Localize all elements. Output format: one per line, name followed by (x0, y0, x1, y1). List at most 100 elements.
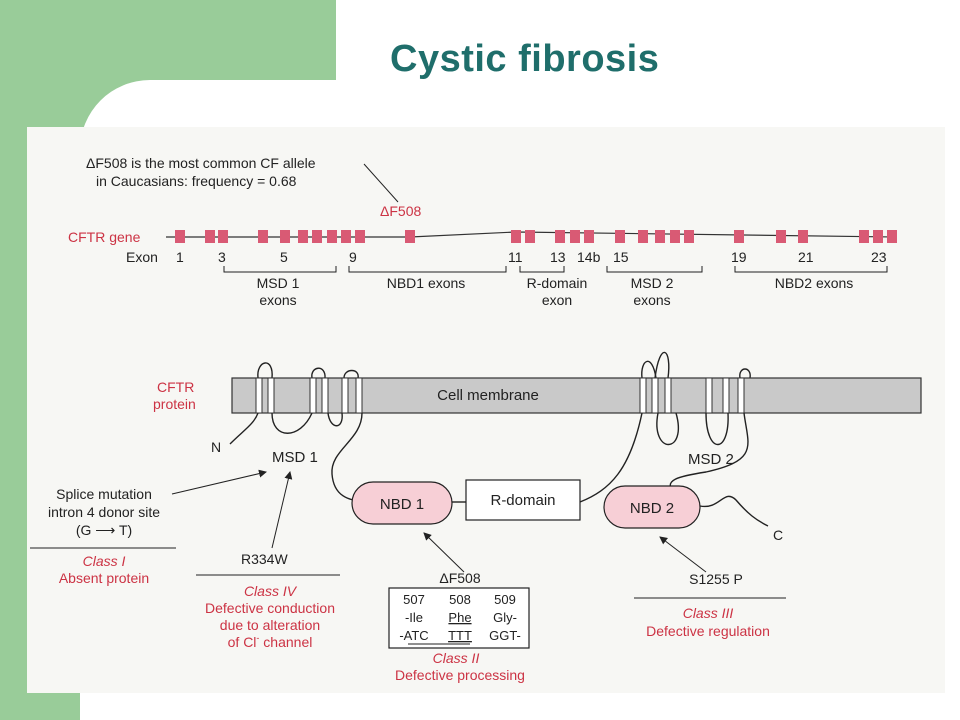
s1255p-label: S1255 P (689, 571, 743, 587)
cell-membrane-label: Cell membrane (437, 387, 539, 404)
class1-desc: Absent protein (59, 570, 149, 586)
exon-number: 13 (550, 249, 566, 265)
splice-line1: Splice mutation (56, 486, 152, 502)
amino-acid: Gly- (493, 610, 517, 625)
splice-line3: (G ⟶ T) (76, 522, 132, 538)
gene-note-line2: in Caucasians: frequency = 0.68 (96, 173, 297, 189)
class4-line3: of Cl- channel (228, 633, 313, 650)
codon-position: 508 (449, 592, 471, 607)
msd2-label: MSD 2 (688, 451, 734, 468)
r334w-label: R334W (241, 551, 288, 567)
exon-block (341, 230, 351, 243)
splice-line2: intron 4 donor site (48, 504, 160, 520)
exon-block (859, 230, 869, 243)
exon-block (615, 230, 625, 243)
exon-block (887, 230, 897, 243)
r-domain-label: R-domain (490, 492, 555, 509)
exon-block (258, 230, 268, 243)
exon-block (655, 230, 665, 243)
cftr-gene-label: CFTR gene (68, 229, 141, 245)
codon-seq: TTT (448, 628, 472, 643)
exon-number: 9 (349, 249, 357, 265)
exon-block (355, 230, 365, 243)
class1-name: Class I (83, 553, 126, 569)
exon-block (525, 230, 535, 243)
nbd1-label: NBD 1 (380, 496, 424, 513)
exon-row-label: Exon (126, 249, 158, 265)
df508-protein-label: ΔF508 (439, 570, 480, 586)
nbd2-label: NBD 2 (630, 500, 674, 517)
exon-blocks (175, 230, 897, 243)
title-area (336, 0, 960, 80)
class4-line2: due to alteration (220, 617, 320, 633)
msd1-label: MSD 1 (272, 449, 318, 466)
cftr-protein-label-line2: protein (153, 396, 196, 412)
df508-gene-marker: ΔF508 (380, 203, 421, 219)
rdomain-exon-line1: R-domain (527, 275, 588, 291)
slide-title: Cystic fibrosis (390, 38, 660, 80)
extracellular-loops (257, 351, 751, 379)
class4-name: Class IV (244, 583, 298, 599)
codon-box (388, 587, 530, 649)
amino-acid: -Ile (405, 610, 423, 625)
exon-block (555, 230, 565, 243)
gene-note-line1: ΔF508 is the most common CF allele (86, 155, 316, 171)
exon-block (684, 230, 694, 243)
class2-desc: Defective processing (395, 667, 525, 683)
splice-arrow (171, 469, 267, 495)
exon-block (218, 230, 228, 243)
rdomain-exon-line2: exon (542, 292, 572, 308)
c-terminus: C (773, 527, 783, 543)
nbd2-domain (603, 485, 701, 529)
exon-block (873, 230, 883, 243)
exon-number: 5 (280, 249, 288, 265)
transmembrane-segments (255, 377, 745, 414)
exon-number: 23 (871, 249, 887, 265)
exon-block (327, 230, 337, 243)
class4-line1: Defective conduction (205, 600, 335, 616)
note-pointer-line (363, 163, 399, 203)
exon-block (405, 230, 415, 243)
exon-number: 14b (577, 249, 601, 265)
exon-block (570, 230, 580, 243)
exon-block (298, 230, 308, 243)
exon-block (584, 230, 594, 243)
s1255p-arrow (659, 536, 707, 573)
exon-number: 3 (218, 249, 226, 265)
exon-number: 19 (731, 249, 747, 265)
nbd1-exons: NBD1 exons (387, 275, 466, 291)
class3-name: Class III (683, 605, 734, 621)
exon-numbers: 1 3 5 9 11 13 14b 15 19 21 23 (176, 249, 887, 265)
intracellular-chain (229, 412, 769, 527)
exon-block (638, 230, 648, 243)
exon-number: 15 (613, 249, 629, 265)
exon-block (280, 230, 290, 243)
cftr-protein-label-line1: CFTR (157, 379, 194, 395)
cell-membrane (231, 377, 922, 414)
exon-block (798, 230, 808, 243)
nbd2-exons: NBD2 exons (775, 275, 854, 291)
exon-group-brackets (223, 266, 888, 273)
msd1-exons-line2: exons (259, 292, 296, 308)
nbd1-domain (351, 481, 453, 525)
exon-group-labels: MSD 1 exons NBD1 exons R-domain exon MSD… (257, 275, 854, 308)
msd2-exons-line2: exons (633, 292, 670, 308)
exon-number: 1 (176, 249, 184, 265)
codon-seq: -ATC (399, 628, 428, 643)
amino-acid: Phe (448, 610, 471, 625)
n-terminus: N (211, 439, 221, 455)
df508-arrow (423, 532, 465, 573)
exon-number: 11 (508, 249, 523, 265)
exon-block (776, 230, 786, 243)
msd2-exons-line1: MSD 2 (631, 275, 674, 291)
codon-position: 507 (403, 592, 425, 607)
exon-block (205, 230, 215, 243)
exon-block (511, 230, 521, 243)
codon-table: 507 508 509 -Ile Phe Gly- -ATC TTT GGT- (399, 592, 521, 643)
exon-block (175, 230, 185, 243)
msd1-exons-line1: MSD 1 (257, 275, 300, 291)
exon-block (312, 230, 322, 243)
codon-seq: GGT- (489, 628, 521, 643)
exon-block (670, 230, 680, 243)
